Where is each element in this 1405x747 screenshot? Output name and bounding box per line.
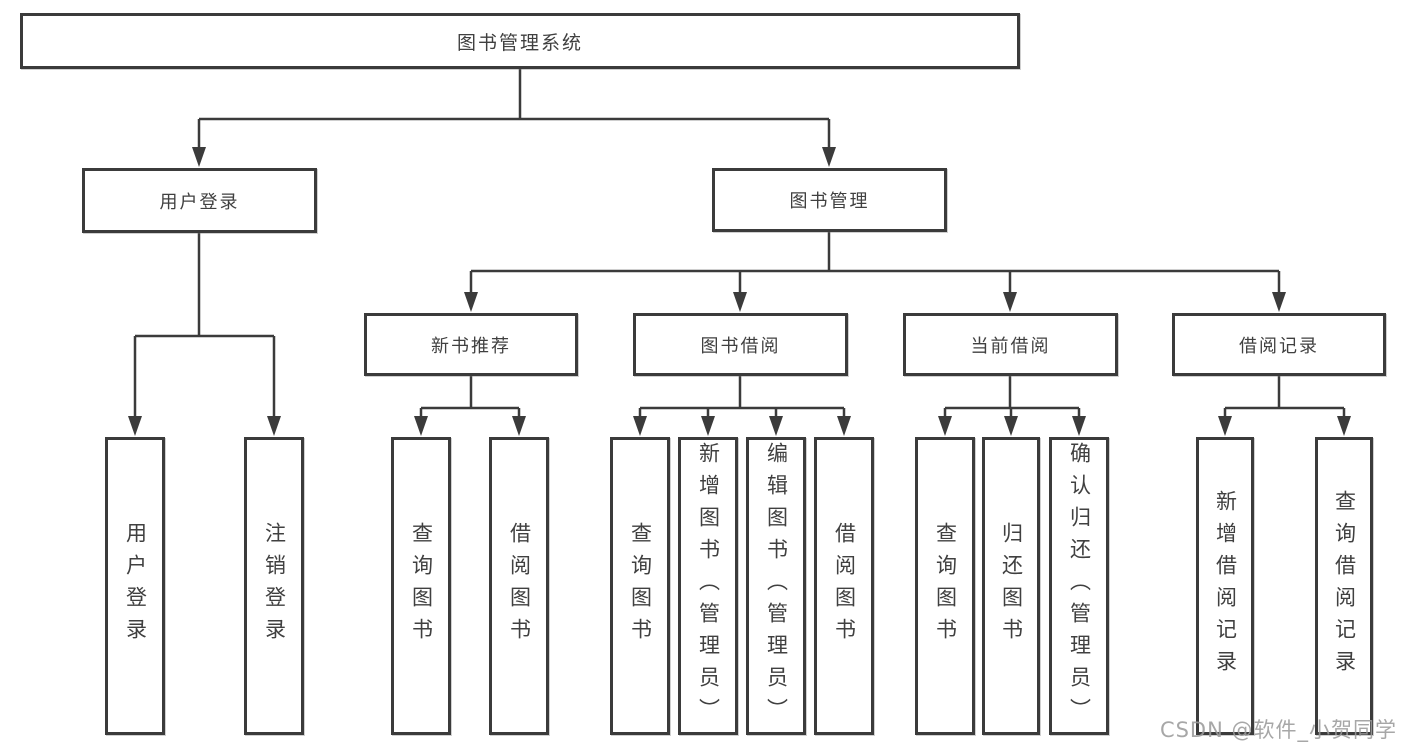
- leaf-borrow-books-recommend: 借阅图书: [489, 437, 549, 735]
- leaf-query-borrow-record: 查询借阅记录: [1315, 437, 1373, 735]
- node-label: 注销登录: [262, 522, 287, 650]
- node-label: 编辑图书（管理员）: [764, 442, 789, 730]
- node-label: 查询借阅记录: [1332, 490, 1357, 682]
- node-label: 用户登录: [123, 522, 148, 650]
- leaf-query-books-current: 查询图书: [915, 437, 975, 735]
- leaf-add-borrow-record: 新增借阅记录: [1196, 437, 1254, 735]
- node-label: 查询图书: [628, 522, 653, 650]
- node-label: 借阅图书: [832, 522, 857, 650]
- node-label: 确认归还（管理员）: [1067, 442, 1092, 730]
- leaf-borrow-books: 借阅图书: [814, 437, 874, 735]
- node-label: 归还图书: [999, 522, 1024, 650]
- leaf-logout: 注销登录: [244, 437, 304, 735]
- node-library-system: 图书管理系统: [20, 13, 1020, 69]
- leaf-query-books-recommend: 查询图书: [391, 437, 451, 735]
- leaf-confirm-return-admin: 确认归还（管理员）: [1049, 437, 1109, 735]
- node-new-book-recommend: 新书推荐: [364, 313, 578, 376]
- csdn-watermark: CSDN @软件_小贺同学: [1159, 718, 1397, 742]
- node-label: 图书管理: [789, 191, 870, 212]
- leaf-user-login: 用户登录: [105, 437, 165, 735]
- node-label: 新书推荐: [431, 335, 511, 357]
- node-current-borrowing: 当前借阅: [903, 313, 1118, 376]
- leaf-return-books: 归还图书: [982, 437, 1040, 735]
- node-label: 查询图书: [933, 522, 958, 650]
- node-label: 图书管理系统: [456, 31, 583, 54]
- node-user-login: 用户登录: [82, 168, 317, 233]
- leaf-query-books-borrowing: 查询图书: [610, 437, 670, 735]
- arrowheads: [128, 147, 1351, 436]
- node-borrowing-records: 借阅记录: [1172, 313, 1386, 376]
- node-label: 新增借阅记录: [1213, 490, 1238, 682]
- node-book-management: 图书管理: [712, 168, 947, 232]
- node-label: 借阅记录: [1239, 335, 1319, 357]
- node-label: 当前借阅: [970, 335, 1051, 357]
- node-label: 查询图书: [409, 522, 434, 650]
- node-label: 图书借阅: [700, 335, 781, 357]
- leaf-edit-books-admin: 编辑图书（管理员）: [746, 437, 806, 735]
- node-book-borrowing: 图书借阅: [633, 313, 848, 376]
- node-label: 借阅图书: [507, 522, 532, 650]
- node-label: 用户登录: [159, 191, 240, 213]
- leaf-add-books-admin: 新增图书（管理员）: [678, 437, 738, 735]
- node-label: 新增图书（管理员）: [696, 442, 721, 730]
